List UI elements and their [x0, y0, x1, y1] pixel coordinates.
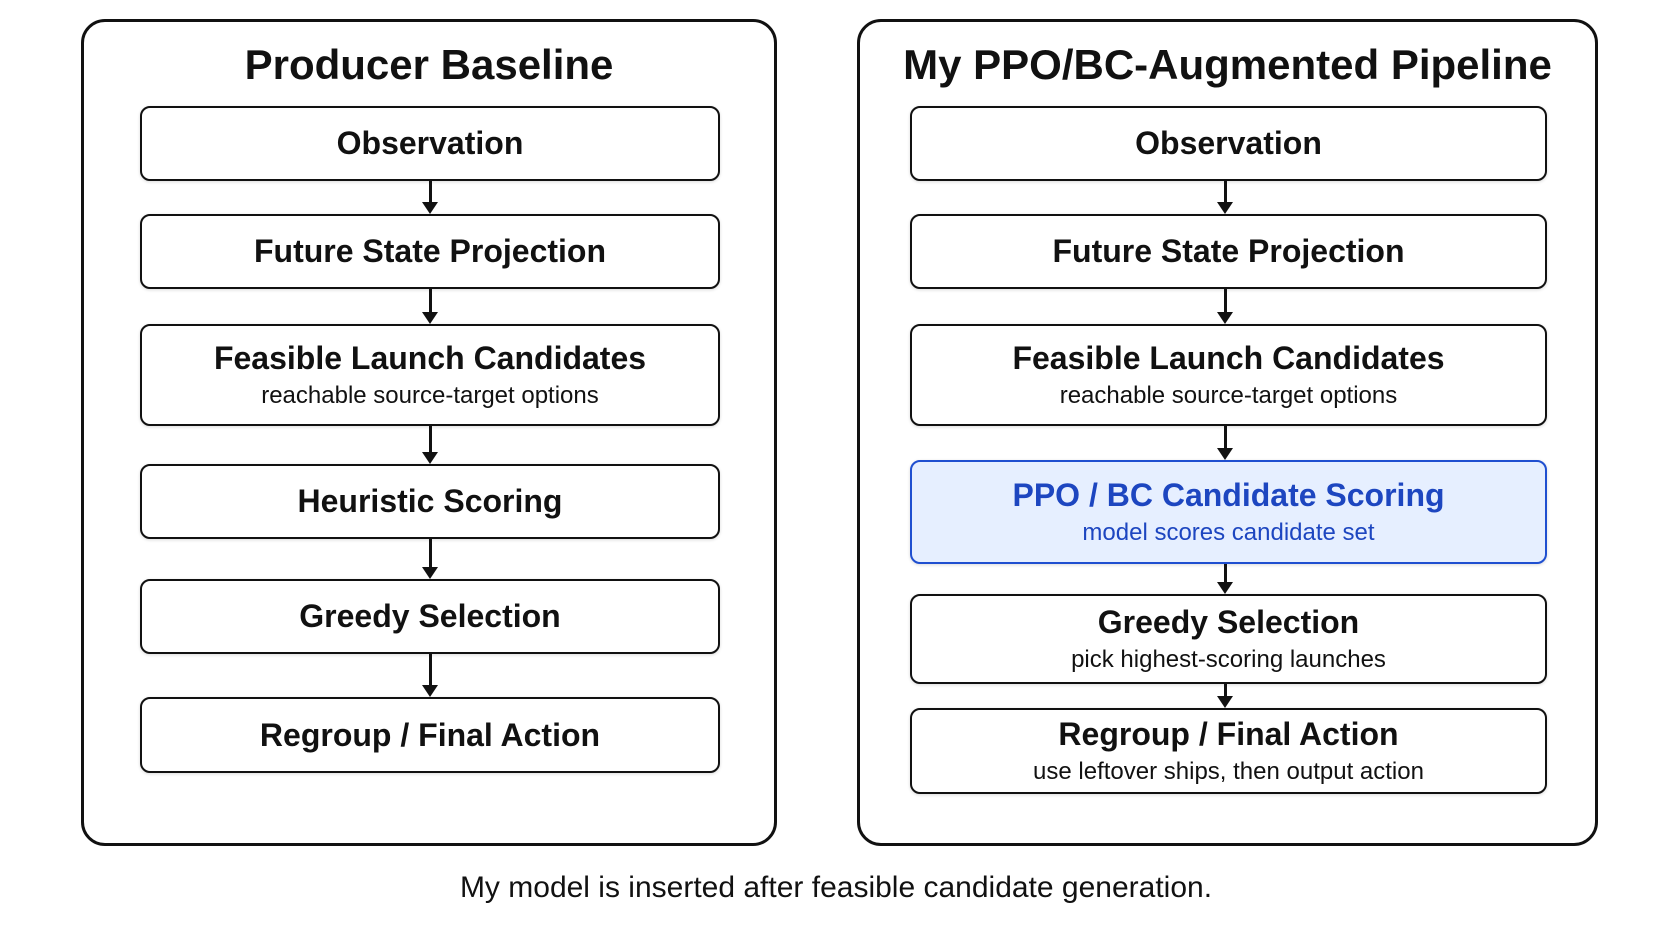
step-title: Greedy Selection [299, 598, 561, 635]
baseline-step-heuristic-scoring: Heuristic Scoring [140, 464, 720, 539]
step-title: Feasible Launch Candidates [213, 339, 647, 376]
flow-arrow [422, 539, 438, 579]
step-title: PPO / BC Candidate Scoring [1012, 476, 1445, 513]
step-subtitle: reachable source-target options [261, 382, 599, 410]
baseline-panel-title: Producer Baseline [244, 41, 614, 88]
diagram-caption: My model is inserted after feasible cand… [459, 871, 1213, 904]
augmented-panel-title: My PPO/BC-Augmented Pipeline [903, 41, 1552, 88]
augmented-pipeline-panel: My PPO/BC-Augmented Pipeline Observation… [857, 19, 1598, 846]
step-title: Future State Projection [253, 233, 607, 270]
flow-arrow [422, 654, 438, 697]
pipeline-step-ppo-bc-candidate-scoring: PPO / BC Candidate Scoring model scores … [910, 460, 1547, 564]
baseline-step-future-state-projection: Future State Projection [140, 214, 720, 289]
step-title: Future State Projection [1052, 233, 1405, 270]
baseline-panel: Producer Baseline Observation Future Sta… [81, 19, 777, 846]
flow-arrow [1217, 426, 1233, 460]
flow-arrow [1217, 564, 1233, 594]
step-title: Feasible Launch Candidates [1012, 339, 1445, 376]
step-title: Observation [1135, 125, 1322, 162]
step-title: Heuristic Scoring [297, 483, 563, 520]
pipeline-step-greedy-selection: Greedy Selection pick highest-scoring la… [910, 594, 1547, 684]
baseline-step-feasible-launch-candidates: Feasible Launch Candidates reachable sou… [140, 324, 720, 426]
step-title: Greedy Selection [1097, 603, 1360, 640]
pipeline-step-regroup-final-action: Regroup / Final Action use leftover ship… [910, 708, 1547, 794]
flow-arrow [422, 181, 438, 214]
step-title: Regroup / Final Action [259, 716, 601, 753]
step-title: Regroup / Final Action [1058, 715, 1399, 752]
step-subtitle: reachable source-target options [1059, 382, 1398, 410]
step-subtitle: pick highest-scoring launches [1071, 646, 1386, 674]
flow-arrow [1217, 289, 1233, 324]
step-subtitle: use leftover ships, then output action [1033, 758, 1424, 786]
baseline-step-regroup-final-action: Regroup / Final Action [140, 697, 720, 773]
pipeline-step-future-state-projection: Future State Projection [910, 214, 1547, 289]
step-title: Observation [336, 125, 524, 162]
flow-arrow [422, 289, 438, 324]
step-subtitle: model scores candidate set [1082, 519, 1375, 547]
flow-arrow [1217, 684, 1233, 708]
baseline-step-greedy-selection: Greedy Selection [140, 579, 720, 654]
pipeline-step-observation: Observation [910, 106, 1547, 181]
flow-arrow [422, 426, 438, 464]
flow-arrow [1217, 181, 1233, 214]
pipeline-step-feasible-launch-candidates: Feasible Launch Candidates reachable sou… [910, 324, 1547, 426]
baseline-step-observation: Observation [140, 106, 720, 181]
